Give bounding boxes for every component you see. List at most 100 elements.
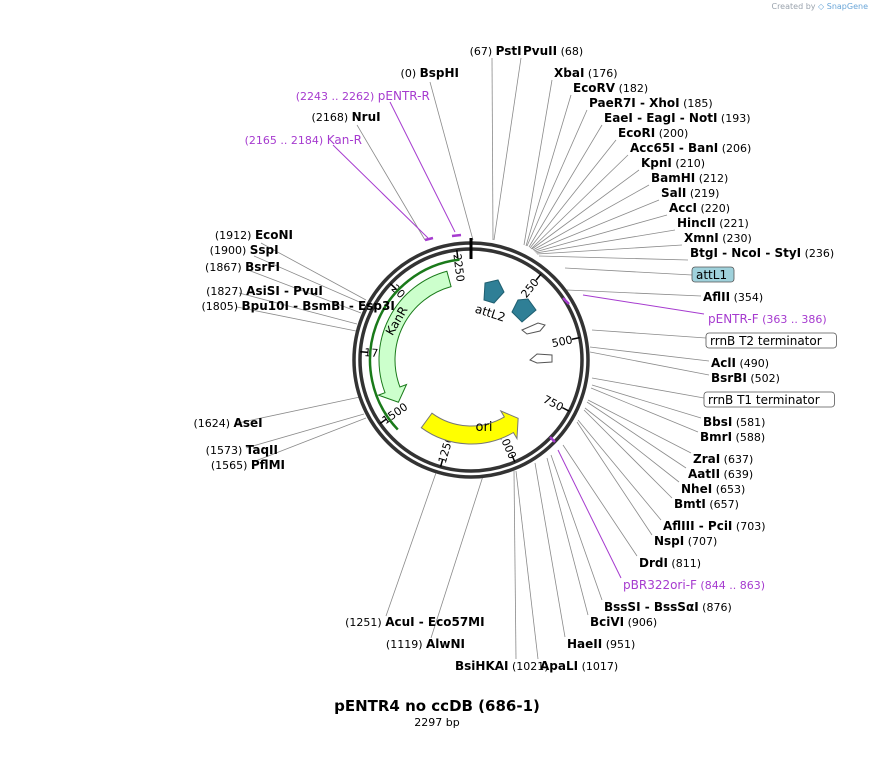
bmri-label[interactable]: BmrI (588) [700, 430, 765, 444]
nrui-label[interactable]: (2168) NruI [312, 110, 381, 124]
bsrbi-label[interactable]: BsrBI (502) [711, 371, 780, 385]
kanr-feature-arrow[interactable] [377, 270, 452, 403]
tick-label-500: 500 [551, 333, 574, 350]
bamhi-label[interactable]: BamHI (212) [651, 171, 728, 185]
sspi-label[interactable]: (1900) SspI [210, 243, 279, 257]
btgi-ncoi-styi-label[interactable]: BtgI - NcoI - StyI (236) [690, 246, 834, 260]
snapgene-credit: Created by ◇ SnapGene [771, 2, 868, 11]
bmti-text: BmtI (657) [674, 497, 739, 511]
acli-name: AclI [711, 356, 736, 370]
bbsi-label[interactable]: BbsI (581) [703, 415, 765, 429]
hincii-label[interactable]: HincII (221) [677, 216, 749, 230]
bsrfi-label[interactable]: (1867) BsrFI [205, 260, 280, 274]
pflmi-label[interactable]: (1565) PflMI [211, 458, 285, 472]
taqii-label[interactable]: (1573) TaqII [206, 443, 278, 457]
psti-name: PstI [496, 44, 522, 58]
bmti-label[interactable]: BmtI (657) [674, 497, 739, 511]
bsphi-label[interactable]: (0) BspHI [401, 66, 459, 80]
drdi-label[interactable]: DrdI (811) [639, 556, 701, 570]
pentr-f-label[interactable]: pENTR-F (363 .. 386) [708, 312, 827, 326]
ecorv-label[interactable]: EcoRV (182) [573, 81, 648, 95]
econi-label[interactable]: (1912) EcoNI [215, 228, 293, 242]
nspi-leader-line [576, 421, 653, 536]
bcivi-label[interactable]: BciVI (906) [590, 615, 657, 629]
attl1-feature-arrow[interactable] [511, 298, 537, 323]
rrnb-t2-terminator-arrow[interactable] [521, 322, 546, 335]
pbr322ori-f-leader-line [557, 449, 622, 579]
afliii-pcii-label[interactable]: AflIII - PciI (703) [663, 519, 765, 533]
pbr322ori-f-position: (844 .. 863) [697, 579, 765, 592]
pentr-f-leader-line [582, 294, 705, 315]
kpni-text: KpnI (210) [641, 156, 705, 170]
bsrbi-leader-line [589, 351, 710, 376]
plasmid-title: pENTR4 no ccDB (686-1) [334, 697, 540, 715]
bpu10i-bsmbi-esp3i-label[interactable]: (1805) Bpu10I - BsmBI - Esp3I [201, 299, 394, 313]
kan-r-marker [424, 236, 434, 242]
attl1-box [691, 266, 735, 283]
kpni-label[interactable]: KpnI (210) [641, 156, 705, 170]
apali-leader-line [515, 470, 539, 660]
rrnb-t1-terminator-label[interactable]: rrnB T1 terminator [703, 391, 835, 408]
apali-label[interactable]: ApaLI (1017) [540, 659, 618, 673]
paer7i-xhoi-name: PaeR7I - XhoI [589, 96, 680, 110]
xmni-label[interactable]: XmnI (230) [684, 231, 752, 245]
econi-position: (1912) [215, 229, 255, 242]
xbai-label[interactable]: XbaI (176) [554, 66, 617, 80]
asei-position: (1624) [193, 417, 233, 430]
acui-eco57mi-position: (1251) [345, 616, 385, 629]
bsssi-bsss-i-label[interactable]: BssSI - BssSαI (876) [604, 600, 732, 614]
attl1-label[interactable]: attL1 [691, 266, 735, 283]
kan-r-leader-line [332, 144, 429, 239]
asisi-pvui-label[interactable]: (1827) AsiSI - PvuI [206, 284, 323, 298]
pentr-r-label[interactable]: (2243 .. 2262) pENTR-R [296, 89, 430, 103]
nspi-label[interactable]: NspI (707) [654, 534, 717, 548]
eaei-eagi-noti-label[interactable]: EaeI - EagI - NotI (193) [604, 111, 751, 125]
tick-mark-500 [571, 336, 580, 340]
sali-label[interactable]: SalI (219) [661, 186, 719, 200]
bsphi-leader-line [429, 81, 474, 241]
bsihkai-label[interactable]: BsiHKAI (1021) [455, 659, 549, 673]
drdi-name: DrdI [639, 556, 668, 570]
acli-text: AclI (490) [711, 356, 769, 370]
bamhi-text: BamHI (212) [651, 171, 728, 185]
asei-label[interactable]: (1624) AseI [193, 416, 262, 430]
haeii-label[interactable]: HaeII (951) [567, 637, 635, 651]
ori-feature-arrow[interactable] [420, 409, 519, 445]
rrnb-t2-terminator-label[interactable]: rrnB T2 terminator [705, 332, 837, 349]
aflii-label[interactable]: AflII (354) [703, 290, 763, 304]
acc65i-bani-position: (206) [718, 142, 751, 155]
bsihkai-position: (1021) [509, 660, 549, 673]
nhei-label[interactable]: NheI (653) [681, 482, 745, 496]
zrai-label[interactable]: ZraI (637) [693, 452, 753, 466]
ecori-position: (200) [655, 127, 688, 140]
bsihkai-name: BsiHKAI [455, 659, 509, 673]
btgi-ncoi-styi-text: BtgI - NcoI - StyI (236) [690, 246, 834, 260]
pbr322ori-f-label[interactable]: pBR322ori-F (844 .. 863) [623, 578, 765, 592]
bsrbi-position: (502) [747, 372, 780, 385]
paer7i-xhoi-position: (185) [680, 97, 713, 110]
acc65i-bani-label[interactable]: Acc65I - BanI (206) [630, 141, 751, 155]
paer7i-xhoi-label[interactable]: PaeR7I - XhoI (185) [589, 96, 713, 110]
xbai-leader-line [523, 79, 553, 246]
nhei-leader-line [584, 407, 680, 483]
acci-label[interactable]: AccI (220) [669, 201, 730, 215]
pvuii-label[interactable]: PvuII (68) [523, 44, 583, 58]
sali-name: SalI [661, 186, 686, 200]
bsphi-name: BspHI [420, 66, 459, 80]
taqii-leader-line [245, 413, 365, 449]
acli-label[interactable]: AclI (490) [711, 356, 769, 370]
aflii-name: AflII [703, 290, 730, 304]
kan-r-label[interactable]: (2165 .. 2184) Kan-R [245, 133, 362, 147]
alwni-label[interactable]: (1119) AlwNI [386, 637, 465, 651]
rrnb-t1-terminator-arrow[interactable] [529, 353, 553, 364]
nrui-leader-line [356, 124, 426, 241]
leader-lines [236, 57, 710, 660]
asisi-pvui-position: (1827) [206, 285, 246, 298]
kanr-track[interactable] [368, 258, 460, 431]
ecori-label[interactable]: EcoRI (200) [618, 126, 688, 140]
attl2-feature-arrow[interactable] [483, 279, 505, 304]
psti-label[interactable]: (67) PstI [470, 44, 522, 58]
acui-eco57mi-label[interactable]: (1251) AcuI - Eco57MI [345, 615, 484, 629]
aatii-label[interactable]: AatII (639) [688, 467, 753, 481]
acui-eco57mi-text: (1251) AcuI - Eco57MI [345, 615, 484, 629]
